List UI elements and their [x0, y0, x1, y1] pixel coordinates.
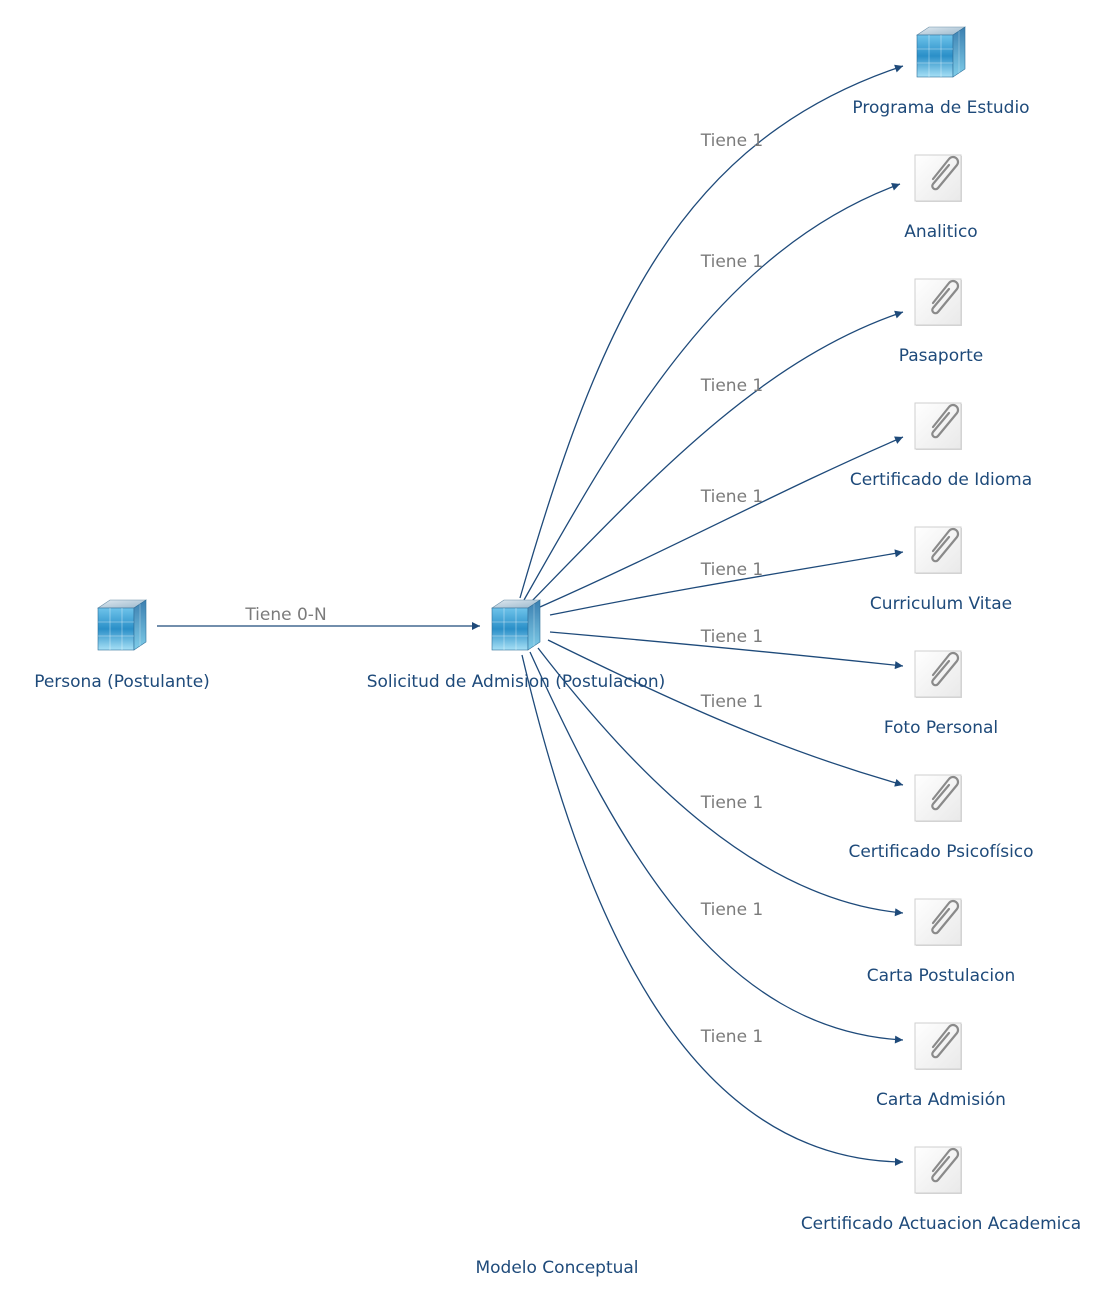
edge-line [549, 549, 904, 616]
attachment-icon [913, 525, 964, 576]
edge-line [537, 647, 904, 917]
edge-solicitud-carta_adm[interactable]: Tiene 1 [529, 651, 904, 1044]
node-programa[interactable]: Programa de Estudio [852, 26, 1030, 118]
edge-line [549, 631, 904, 670]
edge-persona-solicitud[interactable]: Tiene 0-N [157, 605, 480, 630]
node-label: Carta Admisión [876, 1090, 1006, 1110]
node-label: Foto Personal [884, 718, 998, 738]
attachment-icon [913, 1145, 964, 1196]
edge-solicitud-carta_post[interactable]: Tiene 1 [537, 647, 904, 917]
node-label: Carta Postulacion [867, 966, 1016, 986]
attachment-icon [913, 773, 964, 824]
edge-solicitud-psicofisico[interactable]: Tiene 1 [547, 639, 904, 787]
cube-icon [491, 599, 541, 651]
node-psicofisico[interactable]: Certificado Psicofísico [848, 773, 1034, 862]
edge-solicitud-pasaporte[interactable]: Tiene 1 [529, 310, 904, 604]
node-label: Certificado de Idioma [850, 470, 1032, 490]
node-analitico[interactable]: Analitico [904, 153, 978, 242]
node-label: Analitico [904, 222, 977, 242]
edge-solicitud-foto[interactable]: Tiene 1 [549, 627, 904, 670]
cube-icon [916, 26, 966, 78]
edge-solicitud-analitico[interactable]: Tiene 1 [523, 183, 901, 601]
node-cv[interactable]: Curriculum Vitae [870, 525, 1012, 614]
edge-label: Tiene 1 [700, 131, 764, 151]
node-pasaporte[interactable]: Pasaporte [899, 277, 984, 366]
edge-solicitud-programa[interactable]: Tiene 1 [519, 64, 904, 599]
node-carta_adm[interactable]: Carta Admisión [876, 1021, 1006, 1110]
node-label: Certificado Actuacion Academica [801, 1214, 1081, 1234]
edge-line [547, 639, 904, 787]
edge-line [529, 310, 904, 604]
edge-label: Tiene 1 [700, 627, 764, 647]
edge-label: Tiene 1 [700, 252, 764, 272]
edge-solicitud-actuacion[interactable]: Tiene 1 [521, 654, 904, 1166]
edge-label: Tiene 1 [700, 560, 764, 580]
node-foto[interactable]: Foto Personal [884, 649, 998, 738]
node-label: Programa de Estudio [852, 98, 1029, 118]
edge-line [539, 436, 904, 608]
attachment-icon [913, 401, 964, 452]
node-label: Persona (Postulante) [34, 672, 210, 692]
node-actuacion[interactable]: Certificado Actuacion Academica [801, 1145, 1081, 1234]
edge-line [521, 654, 904, 1166]
edge-label: Tiene 1 [700, 900, 764, 920]
edge-solicitud-idioma[interactable]: Tiene 1 [539, 436, 904, 608]
node-label: Solicitud de Admision (Postulacion) [367, 672, 666, 692]
edge-line [519, 64, 904, 599]
node-carta_post[interactable]: Carta Postulacion [867, 897, 1016, 986]
edge-label: Tiene 0-N [244, 605, 326, 625]
edge-solicitud-cv[interactable]: Tiene 1 [549, 549, 904, 616]
node-label: Certificado Psicofísico [848, 842, 1033, 862]
diagram-caption: Modelo Conceptual [475, 1258, 638, 1278]
node-solicitud[interactable]: Solicitud de Admision (Postulacion) [367, 599, 666, 692]
attachment-icon [913, 897, 964, 948]
node-label: Pasaporte [899, 346, 984, 366]
node-label: Curriculum Vitae [870, 594, 1012, 614]
node-idioma[interactable]: Certificado de Idioma [850, 401, 1032, 490]
edge-line [523, 183, 901, 601]
attachment-icon [913, 649, 964, 700]
edge-label: Tiene 1 [700, 487, 764, 507]
edge-label: Tiene 1 [700, 1027, 764, 1047]
edge-label: Tiene 1 [700, 793, 764, 813]
edges: Tiene 0-N Tiene 1 Tiene 1 Tiene 1 Tiene 1 Tie… [157, 64, 904, 1166]
attachment-icon [913, 153, 964, 204]
node-persona[interactable]: Persona (Postulante) [34, 599, 210, 692]
attachment-icon [913, 277, 964, 328]
cube-icon [97, 599, 147, 651]
attachment-icon [913, 1021, 964, 1072]
edge-label: Tiene 1 [700, 376, 764, 396]
nodes: Persona (Postulante) Solicitud de Admisio… [34, 26, 1081, 1234]
edge-label: Tiene 1 [700, 692, 764, 712]
edge-line [529, 651, 904, 1044]
